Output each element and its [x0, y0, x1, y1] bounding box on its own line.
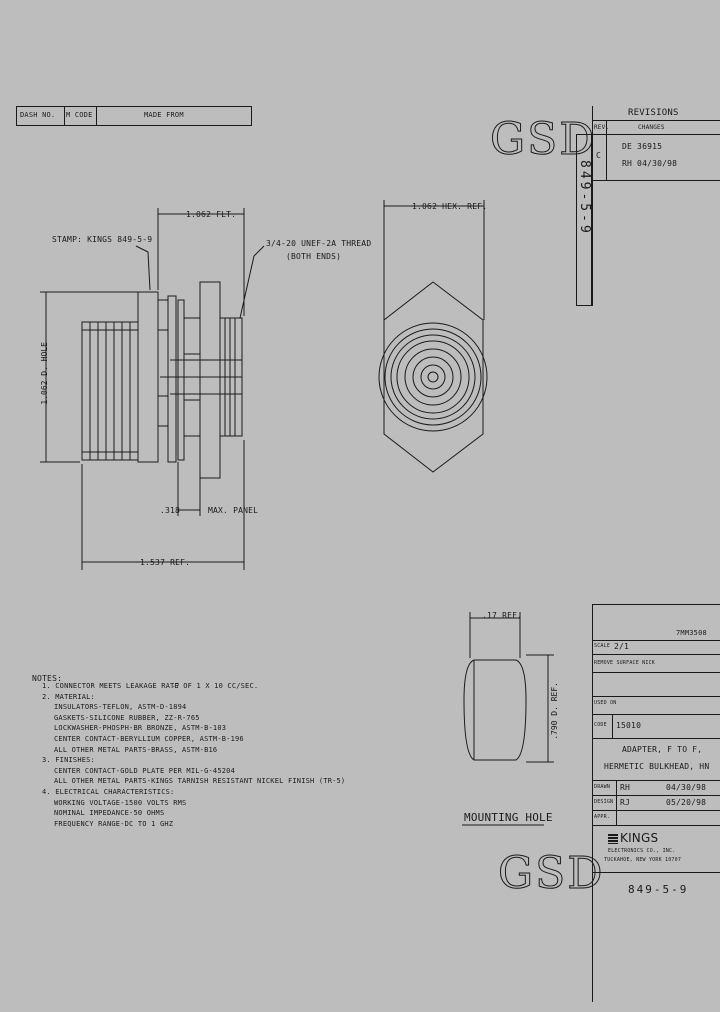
design-date: 05/20/98 [666, 798, 707, 807]
scale-label: SCALE [594, 643, 611, 649]
dim-panel-label: .318 [160, 506, 181, 515]
note-line: CENTER CONTACT-GOLD PLATE PER MIL-G-4520… [54, 766, 235, 775]
watermark-top: GSD [490, 114, 597, 165]
revisions-rev-letter: C [596, 151, 602, 160]
title-line2: HERMETIC BULKHEAD, HN [604, 762, 710, 771]
note-line: 1. CONNECTOR MEETS LEAKAGE RATE OF 1 X 1… [42, 682, 259, 690]
thread-note-label: (BOTH ENDS) [286, 252, 342, 261]
revisions-col-changes: CHANGES [638, 124, 665, 131]
code-label: CODE [594, 722, 607, 728]
part-number-vertical: 849-5-9 [577, 160, 592, 236]
header-dash-no: DASH NO. [20, 111, 56, 119]
notes-section: NOTES: 1. CONNECTOR MEETS LEAKAGE RATE O… [32, 674, 346, 831]
used-on-label: USED ON [594, 700, 617, 706]
connector-side-view [81, 281, 243, 479]
note-line: LOCKWASHER-PHOSPH-BR BRONZE, ASTM-B-103 [54, 724, 227, 733]
notes-list: 1. CONNECTOR MEETS LEAKAGE RATE OF 1 X 1… [32, 682, 346, 831]
header-made-from: MADE FROM [144, 111, 184, 119]
appr-label: APPR. [594, 814, 611, 820]
note-line: NOMINAL IMPEDANCE-50 OHMS [54, 809, 165, 818]
mounting-hole-width: .17 REF. [482, 611, 523, 620]
revisions-line1: DE 36915 [622, 142, 663, 151]
revisions-title: REVISIONS [628, 108, 679, 118]
doc-code: 7MM3508 [676, 629, 707, 637]
mounting-hole-height: .790 D. REF. [550, 682, 559, 740]
note-line: CENTER CONTACT-BERYLLIUM COPPER, ASTM-B-… [54, 734, 244, 743]
note-line: GASKETS-SILICONE RUBBER, ZZ-R-765 [54, 713, 200, 722]
notes-title: NOTES: [32, 674, 63, 683]
code-value: 15010 [616, 721, 642, 730]
revisions-line2: RH 04/30/98 [622, 159, 678, 168]
thread-label: 3/4-20 UNEF-2A THREAD [266, 239, 372, 248]
panel-note-label: MAX. PANEL [208, 506, 259, 515]
drawn-label: DRAWN [594, 784, 611, 790]
dim-height-label: 1.062 D. HOLE [40, 342, 49, 405]
company-sub1: ELECTRONICS CO., INC. [608, 848, 676, 854]
note-line: ALL OTHER METAL PARTS-KINGS TARNISH RESI… [54, 777, 346, 786]
connector-front-view [378, 281, 488, 473]
tolerance-note: REMOVE SURFACE NICK [594, 660, 655, 666]
design-label: DESIGN [594, 799, 614, 805]
note-line: 2. MATERIAL: [42, 692, 95, 701]
mounting-hole-label: MOUNTING HOLE [464, 811, 553, 824]
dim-top-label: 1.062 FLT. [186, 210, 237, 219]
header-table [16, 106, 252, 126]
part-number: 849-5-9 [628, 883, 689, 896]
note-line: WORKING VOLTAGE-1500 VOLTS RMS [54, 798, 187, 807]
title-line1: ADAPTER, F TO F, [622, 745, 703, 754]
scale-value: 2/1 [614, 642, 630, 651]
kings-logo-icon [608, 834, 618, 844]
stamp-label: STAMP: KINGS 849-5-9 [52, 235, 153, 244]
dim-overall-label: 1.537 REF. [140, 558, 191, 567]
note-line: FREQUENCY RANGE-DC TO 1 GHZ [54, 819, 174, 828]
part-number-vertical-box [576, 134, 592, 306]
note-line: 3. FINISHES: [42, 756, 95, 765]
drawn-date: 04/30/98 [666, 783, 707, 792]
header-m-code: M CODE [66, 111, 93, 119]
note-line: 4. ELECTRICAL CHARACTERISTICS: [42, 787, 175, 796]
leakage-exponent: -7 [172, 683, 180, 690]
note-line: ALL OTHER METAL PARTS-BRASS, ASTM-B16 [54, 745, 218, 754]
watermark-bottom: GSD [498, 848, 605, 899]
drawn-by: RH [620, 783, 631, 792]
hex-dim-label: 1.062 HEX. REF. [412, 202, 488, 211]
design-by: RJ [620, 798, 631, 807]
revisions-col-rev: REV. [594, 124, 610, 131]
company-name: KINGS [620, 831, 659, 845]
company-sub2: TUCKAHOE, NEW YORK 10707 [604, 857, 682, 863]
mounting-hole-shape [463, 659, 527, 761]
note-line: INSULATORS-TEFLON, ASTM-D-1894 [54, 703, 187, 712]
